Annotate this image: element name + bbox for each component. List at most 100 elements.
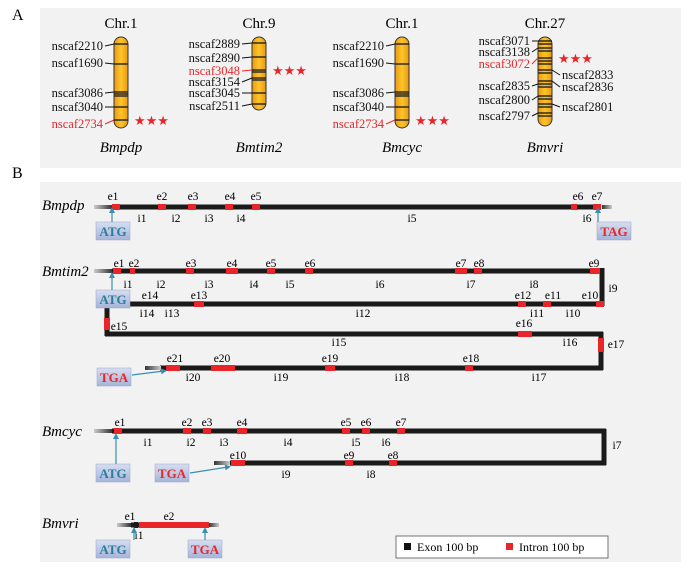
exon-mark (518, 331, 532, 337)
panel-b-background (40, 182, 681, 562)
marker-label: nscaf2511 (189, 99, 240, 113)
codon-text: TAG (600, 224, 627, 239)
exon-label: e6 (573, 191, 584, 203)
marker-connector (531, 95, 539, 101)
codon-arrow (131, 368, 167, 376)
highlight-stars: ★★★ (558, 51, 593, 66)
intron-label: i18 (395, 372, 410, 384)
exon-mark (211, 365, 235, 371)
marker-connector (385, 119, 396, 125)
exon-label: e2 (157, 191, 168, 203)
exon-label: e7 (396, 417, 407, 429)
exon-label: e2 (164, 511, 175, 523)
exon-mark (139, 522, 209, 528)
marker-label: nscaf2801 (562, 100, 613, 114)
chromosome-body (113, 36, 129, 129)
exon-mark (226, 268, 238, 274)
marker-label: nscaf2210 (52, 39, 103, 53)
exon-mark (342, 428, 350, 434)
exon-label: e2 (182, 417, 193, 429)
marker-connector (531, 112, 539, 117)
codon-text: TGA (191, 542, 220, 557)
intron-label: i17 (532, 372, 547, 384)
gene-label: Bmvri (42, 516, 79, 532)
exon-mark (203, 428, 211, 434)
intron-label: i5 (352, 437, 361, 449)
intron-label: i7 (613, 440, 622, 452)
marker-label: nscaf3040 (52, 100, 103, 114)
gene-label: Bmtim2 (42, 264, 89, 280)
marker-connector (104, 119, 115, 125)
exon-label: e10 (582, 290, 599, 302)
exon-label: e18 (463, 353, 480, 365)
exon-mark (465, 365, 473, 371)
chromosome-body (251, 36, 267, 111)
exon-label: e4 (227, 258, 238, 270)
marker-connector (104, 91, 115, 94)
exon-mark (362, 428, 370, 434)
gene-label: Bmcyc (42, 424, 82, 440)
exon-label: e4 (225, 191, 236, 203)
marker-label: nscaf3040 (333, 100, 384, 114)
utr-fade (94, 205, 112, 209)
marker-label: nscaf2833 (562, 68, 613, 82)
chromosome-4: Chr.27Bmvrinscaf3071nscaf3138nscaf3072★★… (479, 16, 614, 156)
exon-label: e15 (111, 321, 128, 333)
legend-exon-label: Exon 100 bp (417, 540, 478, 554)
intron-label: i1 (144, 437, 153, 449)
utr-fade (145, 366, 161, 370)
exon-label: e5 (341, 417, 352, 429)
exon-mark (158, 204, 166, 210)
intron-label: i3 (205, 279, 214, 291)
exon-mark (596, 301, 604, 307)
exon-label: e1 (108, 191, 119, 203)
intron-label: i3 (220, 437, 229, 449)
marker-connector (104, 62, 115, 65)
exon-mark (397, 428, 405, 434)
intron-label: i12 (356, 308, 371, 320)
marker-connector (531, 83, 539, 87)
highlight-stars: ★★★ (134, 113, 169, 128)
exon-mark (114, 428, 122, 434)
intron-label: i20 (186, 372, 201, 384)
codon-box (95, 289, 131, 309)
exon-mark (130, 268, 135, 274)
intron-label: i19 (274, 372, 289, 384)
marker-connector (241, 77, 253, 83)
intron-label: i2 (172, 213, 181, 225)
gene-name: Bmcyc (382, 140, 422, 156)
exon-label: e3 (186, 258, 197, 270)
exon-label: e12 (515, 290, 532, 302)
marker-label: nscaf1690 (333, 56, 384, 70)
panel-b-label: B (12, 165, 23, 182)
exon-mark (474, 268, 482, 274)
intron-label: i11 (530, 308, 545, 320)
start-codon: ATG (95, 289, 131, 309)
legend-box (395, 535, 609, 559)
exon-label: e5 (251, 191, 262, 203)
intron-label: i5 (408, 213, 417, 225)
marker-label: nscaf3048 (189, 64, 240, 78)
marker-label: nscaf2836 (562, 80, 613, 94)
marker-connector (551, 69, 561, 76)
exon-label: e9 (344, 450, 355, 462)
intron-label: i4 (237, 213, 246, 225)
start-codon: ATG (95, 221, 131, 241)
exon-mark (166, 365, 180, 371)
exon-mark (188, 204, 196, 210)
exon-label: e6 (305, 258, 316, 270)
intron-label: i8 (367, 469, 376, 481)
exon-mark (598, 338, 604, 352)
codon-text: ATG (99, 542, 126, 557)
marker-connector (531, 57, 539, 65)
intron-label: i13 (165, 308, 180, 320)
codon-text: TGA (158, 466, 187, 481)
panel-a-label: A (12, 7, 24, 24)
gene-name: Bmvri (527, 140, 564, 156)
stop-codon: TGA (154, 463, 190, 483)
marker-label: nscaf3086 (333, 86, 384, 100)
exon-label: e13 (191, 290, 208, 302)
intron-label: i16 (563, 337, 578, 349)
gene-label: Bmpdp (42, 198, 85, 214)
